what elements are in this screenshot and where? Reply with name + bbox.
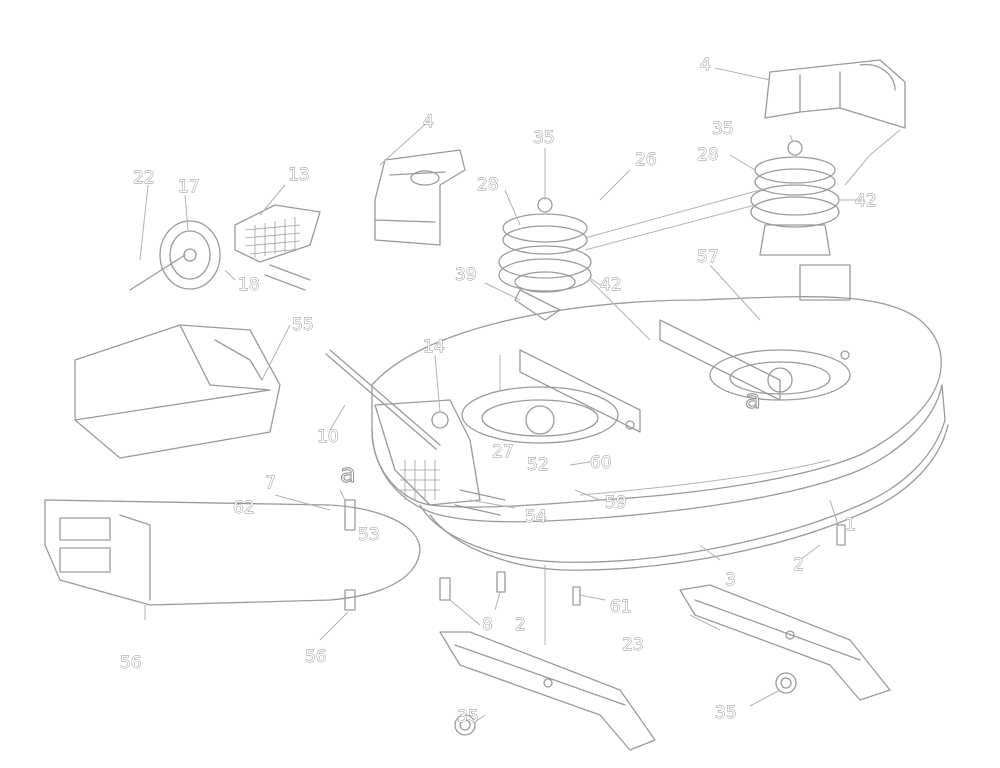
spindle-pulley-right (750, 140, 851, 301)
drive-belt (584, 189, 761, 341)
callout-35-right: 35 (712, 119, 734, 139)
callout-55: 55 (292, 315, 314, 335)
callout-1: 1 (845, 515, 856, 535)
callout-26: 26 (635, 150, 657, 170)
front-bumper (44, 499, 421, 606)
callout-57: 57 (697, 247, 719, 267)
callout-35-blade-left: 35 (457, 707, 479, 727)
callout-8: 8 (482, 615, 493, 635)
callout-52: 52 (527, 455, 549, 475)
hardware (344, 499, 846, 736)
callout-a-left: a (340, 459, 356, 489)
callout-7: 7 (265, 473, 276, 493)
callout-28-right: 28 (697, 145, 719, 165)
callout-56-bumper: 56 (120, 653, 142, 673)
callout-35-blade-right: 35 (715, 703, 737, 723)
callout-2-right: 2 (793, 555, 804, 575)
callout-60: 60 (590, 453, 612, 473)
callout-28-center: 28 (477, 175, 499, 195)
callout-39: 39 (455, 265, 477, 285)
idler-pulley-assembly (129, 204, 321, 291)
callout-4-right: 4 (700, 55, 711, 75)
callout-18: 18 (238, 275, 260, 295)
discharge-chute (74, 324, 281, 459)
callout-4-left: 4 (423, 112, 434, 132)
callout-27: 27 (492, 442, 514, 462)
callout-17: 17 (178, 177, 200, 197)
spindle-pulley-center (498, 197, 592, 321)
callout-10: 10 (317, 427, 339, 447)
callout-2-center: 2 (515, 615, 526, 635)
callout-62: 62 (233, 498, 255, 518)
callout-35-center: 35 (533, 128, 555, 148)
bracket-left (374, 149, 466, 246)
callout-54: 54 (525, 507, 547, 527)
callout-13: 13 (288, 165, 310, 185)
callout-42-right: 42 (855, 191, 877, 211)
blade-left (439, 631, 656, 751)
callout-53: 53 (358, 525, 380, 545)
callout-42-center: 42 (600, 275, 622, 295)
callout-a-right: a (745, 385, 761, 415)
blade-right (679, 584, 891, 701)
callouts: 4 4 35 35 35 35 26 28 28 42 42 22 17 13 … (120, 55, 878, 728)
callout-61: 61 (610, 597, 632, 617)
mower-deck-housing (371, 296, 949, 571)
callout-3: 3 (725, 570, 736, 590)
callout-22: 22 (133, 168, 155, 188)
callout-23: 23 (622, 635, 644, 655)
callout-14: 14 (423, 337, 445, 357)
leader-lines (139, 67, 901, 723)
callout-56-bolt: 56 (305, 647, 327, 667)
callout-59: 59 (605, 493, 627, 513)
center-bracket-assembly (325, 349, 506, 516)
bracket-right (764, 59, 906, 129)
